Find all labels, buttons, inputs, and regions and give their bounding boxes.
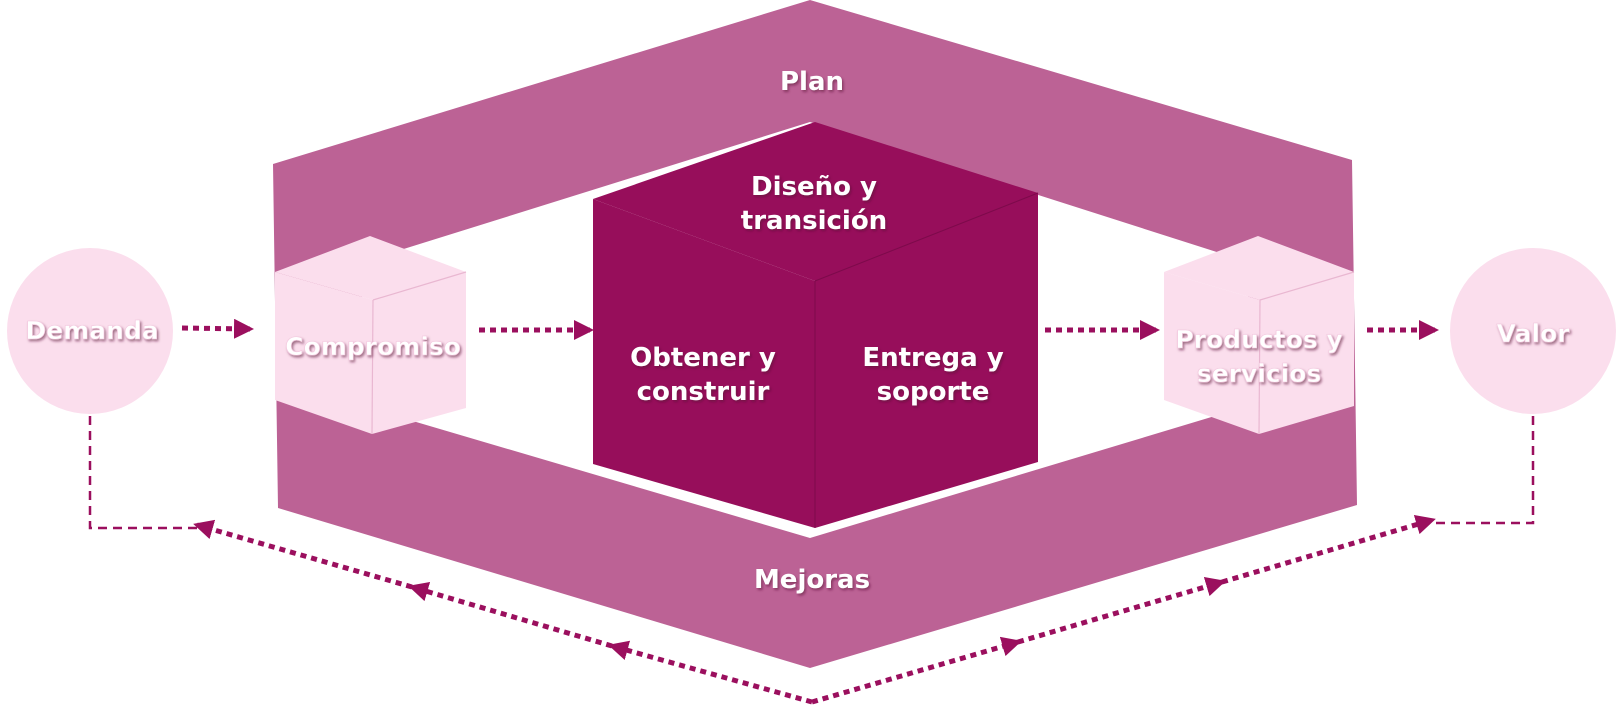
cube-top-face (593, 122, 1038, 281)
deliver-label-line1: Entrega y (862, 343, 1003, 373)
improve-label: Mejoras (754, 565, 870, 595)
design-label-line2: transición (741, 206, 887, 236)
demand-circle (7, 248, 173, 414)
value-circle (1450, 248, 1616, 414)
arrow-demand-to-engage (181, 318, 254, 339)
design-label-line1: Diseño y (751, 172, 877, 202)
engage-label: Compromiso (285, 332, 461, 361)
feedback-line-value (1427, 416, 1535, 525)
products-label-line2: servicios (1197, 359, 1321, 388)
obtain-label-line1: Obtener y (630, 343, 776, 373)
value-label: Valor (1497, 319, 1571, 348)
cube-left-face (593, 199, 815, 528)
plan-label: Plan (780, 67, 844, 97)
deliver-label-line2: soporte (877, 377, 990, 407)
central-cube (593, 122, 1039, 528)
obtain-label-line2: construir (637, 377, 770, 407)
cube-right-face (815, 193, 1038, 528)
products-cube (1164, 236, 1355, 435)
feedback-line-demand (88, 416, 200, 530)
engage-cube (275, 236, 467, 435)
products-label-line1: Productos y (1175, 325, 1342, 354)
plan-improve-band (273, 0, 1357, 668)
demand-label: Demanda (25, 316, 158, 345)
